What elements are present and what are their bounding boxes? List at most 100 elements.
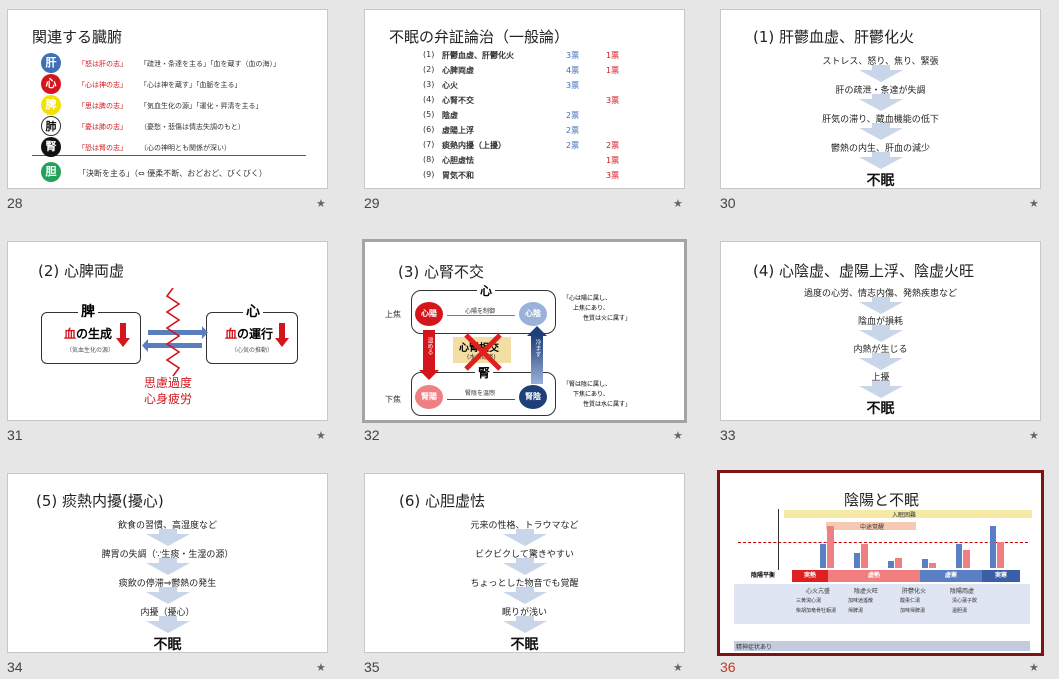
row-vote-a: 3票 — [566, 51, 580, 60]
bar-blue — [956, 543, 962, 568]
down-arrow-icon — [120, 323, 126, 339]
result-label: 不眠 — [866, 401, 895, 417]
row-name: 心火 — [442, 81, 458, 90]
bar-red — [827, 526, 834, 568]
kidney-note: 「腎は陰に属し、下焦にあり、性質は水に属す」 — [563, 380, 631, 410]
result-label: 不眠 — [153, 637, 182, 653]
slide-thumb-31[interactable]: (2) 心脾両虚 脾 血の生成 （気血生化の源） 心 血の運行 （心気の推動） … — [7, 241, 328, 421]
heart-main: 血の運行 — [225, 327, 274, 341]
slide-thumb-30[interactable]: (1) 肝鬱血虚、肝鬱化火 ストレス、怒り、焦り、緊張肝の疏泄・条達が失調肝気の… — [720, 9, 1041, 189]
row-number: (7) — [423, 140, 435, 149]
organ-function: （心の神明とも関係が深い） — [140, 144, 231, 152]
star-icon[interactable]: ★ — [316, 661, 326, 674]
bar-red — [963, 549, 970, 568]
footer-label: 精神症状あり — [736, 644, 773, 651]
slide-thumb-34[interactable]: (5) 痰熱内擾(擾心) 飲食の習慣、高湿度など脾胃の失調（∵生痰・生湿の源）痰… — [7, 473, 328, 653]
down-arrow-icon — [859, 157, 903, 169]
flow-step: ストレス、怒り、焦り、緊張 — [822, 57, 939, 67]
star-icon[interactable]: ★ — [1029, 429, 1039, 442]
row-vote-a: 3票 — [566, 81, 580, 90]
row-vote-a: 2票 — [566, 141, 580, 150]
down-arrow-icon — [503, 621, 547, 633]
row-number: (5) — [423, 110, 435, 119]
note-line: 上焦にあり、 — [573, 305, 609, 312]
note-line: 下焦にあり、 — [573, 391, 609, 398]
formula: 柴胡加竜骨牡蛎湯 — [796, 608, 837, 614]
star-icon[interactable]: ★ — [673, 197, 683, 210]
bar-red — [929, 562, 936, 568]
center-sub: (水火既済) — [467, 354, 496, 361]
slide-title: (1) 肝鬱血虚、肝鬱化火 — [753, 28, 915, 46]
star-icon[interactable]: ★ — [316, 429, 326, 442]
control-label: 心陽を制御 — [465, 308, 496, 315]
heart-sub: （心気の推動） — [231, 347, 274, 354]
row-name: 虚陽上浮 — [442, 126, 474, 135]
row-vote-b: 3票 — [606, 171, 620, 180]
category-cell: 陰陽平衡 — [734, 570, 792, 582]
star-icon[interactable]: ★ — [1029, 661, 1039, 674]
formula: 加味帰脾湯 — [900, 608, 926, 614]
category-row: 陰陽平衡実熱虚熱虚寒実寒 — [734, 570, 1030, 582]
flow-step: 痰飲の停滞⇒鬱熱の発生 — [118, 579, 217, 589]
star-icon[interactable]: ★ — [673, 429, 683, 442]
up-arrow-bar — [531, 336, 543, 384]
formula: 酸棗仁湯 — [900, 598, 921, 604]
row-vote-b: 1票 — [606, 156, 620, 165]
axis-vertical — [778, 509, 779, 571]
down-arrow-icon — [859, 99, 903, 111]
note-line: 性質は火に属す」 — [583, 315, 632, 322]
row-number: (4) — [423, 95, 435, 104]
arrow-left-icon — [447, 315, 515, 316]
organ-function: （憂愁・悲傷は情志失調のもと） — [140, 123, 245, 131]
down-arrow-icon — [503, 534, 547, 546]
down-arrow-icon — [146, 534, 190, 546]
kidney-yang-node: 腎陽 — [415, 385, 443, 409]
down-arrow-icon — [116, 338, 130, 347]
slide-title: 陰陽と不眠 — [844, 491, 920, 509]
row-number: (3) — [423, 80, 435, 89]
down-arrow-icon — [159, 529, 177, 535]
star-icon[interactable]: ★ — [316, 197, 326, 210]
slide-title: (6) 心胆虚怯 — [399, 492, 486, 510]
row-name: 心胆虚怯 — [442, 156, 474, 165]
star-icon[interactable]: ★ — [1029, 197, 1039, 210]
row-number: (6) — [423, 125, 435, 134]
balance-line — [738, 542, 1028, 543]
note-line: 「腎は陰に属し、 — [563, 381, 612, 388]
slide-thumb-28[interactable]: 関連する臓腑 胆 「決断を主る」（⇔ 優柔不断、おどおど、びくびく） 肝「怒は肝… — [7, 9, 328, 189]
row-number: (2) — [423, 65, 435, 74]
slide-thumb-36[interactable]: 陰陽と不眠 入眠困難 中途覚醒 陰陽平衡実熱虚熱虚寒実寒 心火亢盛陰虚火旺肝鬱化… — [717, 470, 1044, 656]
slide-number-31: 31 — [7, 427, 23, 443]
note-line: 性質は水に属す」 — [583, 401, 632, 408]
down-arrow-icon — [872, 152, 890, 158]
slide-title: (4) 心陰虚、虚陽上浮、陰虚火旺 — [753, 262, 975, 280]
slide-thumb-35[interactable]: (6) 心胆虚怯 元来の性格、トラウマなどビクビクして驚きやすいちょっとした物音… — [364, 473, 685, 653]
row-number: (1) — [423, 50, 435, 59]
category-cell: 実熱 — [792, 570, 828, 582]
flow-step: 過度の心労、情志内傷、発熱疾患など — [803, 289, 957, 299]
slide-thumb-32[interactable]: (3) 心腎不交 上焦 下焦 心 腎 心陽 心陰 腎陽 腎陰 心陽を制御 腎陰を… — [362, 239, 687, 423]
star-icon[interactable]: ★ — [673, 661, 683, 674]
formula: 帰脾湯 — [848, 608, 864, 614]
slide-title: (5) 痰熱内擾(擾心) — [36, 492, 164, 510]
bar-red — [895, 558, 902, 568]
row-vote-a: 2票 — [566, 126, 580, 135]
warm-arrow-label: 温める — [426, 337, 433, 355]
organ-emotion: 「心は神の志」 — [78, 81, 127, 89]
upper-label: 上焦 — [385, 310, 401, 319]
organ-badge: 心 — [41, 74, 61, 94]
bar-blue — [854, 552, 860, 568]
flow-step: 肝気の滞り、蔵血機能の低下 — [822, 115, 939, 125]
mid-wake-label: 中途覚醒 — [860, 524, 885, 531]
row-name: 肝鬱血虚、肝鬱化火 — [442, 51, 514, 60]
organ-function: 「心は神を蔵す」「血脈を主る」 — [140, 81, 242, 89]
kidney-label: 腎 — [475, 364, 494, 381]
slide-thumb-33[interactable]: (4) 心陰虚、虚陽上浮、陰虚火旺 過度の心労、情志内傷、発熱疾患など陰血が損耗… — [720, 241, 1041, 421]
formula: 加味逍遙散 — [848, 598, 874, 604]
heart-yang-node: 心陽 — [415, 302, 443, 326]
gallbladder-text: 「決断を主る」（⇔ 優柔不断、おどおど、びくびく） — [78, 169, 267, 178]
down-arrow-icon — [275, 338, 289, 347]
row-name: 痰熱内擾（上擾） — [442, 141, 506, 150]
down-arrow-icon — [872, 325, 890, 331]
